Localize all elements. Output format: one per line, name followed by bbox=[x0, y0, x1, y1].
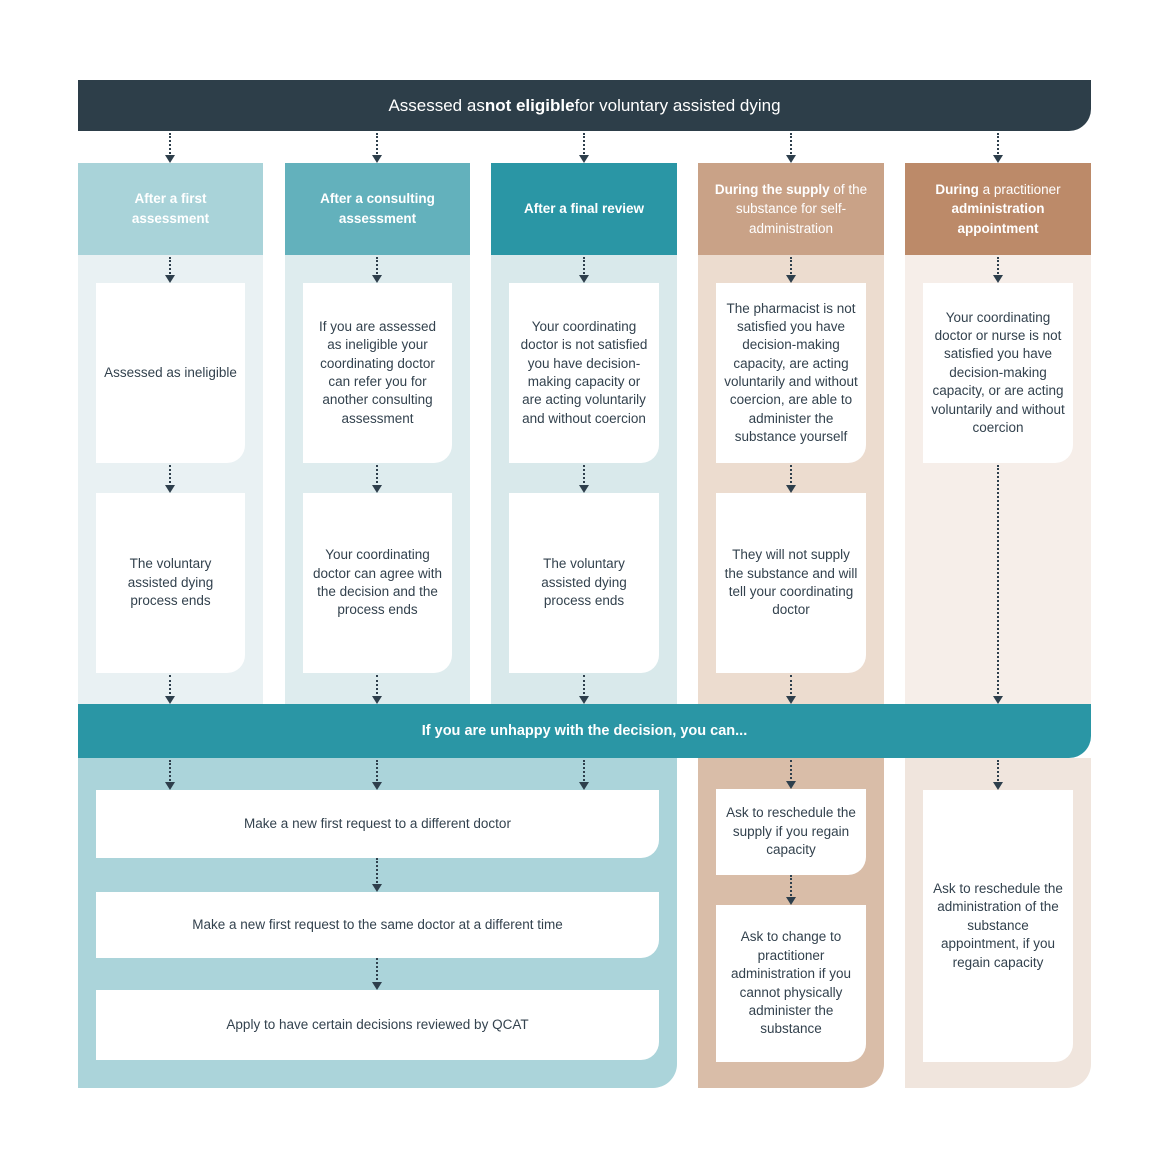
arrow-down bbox=[371, 858, 383, 892]
banner-text-bold: not eligible bbox=[484, 95, 575, 115]
column-header-label: After a consulting assessment bbox=[320, 191, 435, 226]
flow-box-doctor-agrees: Your coordinating doctor can agree with … bbox=[303, 493, 452, 673]
column-header-label: After a first assessment bbox=[131, 191, 210, 226]
arrow-down bbox=[578, 675, 590, 704]
flow-box-doctor-nurse-not-satisfied: Your coordinating doctor or nurse is not… bbox=[923, 283, 1073, 463]
header-bold-segment: During bbox=[935, 181, 979, 197]
header-bold-segment: administration appointment bbox=[951, 201, 1045, 236]
arrow-down bbox=[371, 465, 383, 493]
flow-box-doctor-not-satisfied: Your coordinating doctor is not satisfie… bbox=[509, 283, 659, 463]
arrow-down bbox=[992, 760, 1004, 790]
arrow-down bbox=[785, 465, 797, 493]
arrow-down bbox=[371, 958, 383, 990]
arrow-down bbox=[164, 465, 176, 493]
arrow-down bbox=[371, 675, 383, 704]
arrow-down bbox=[992, 133, 1004, 163]
flow-box-process-ends-2: The voluntary assisted dying process end… bbox=[509, 493, 659, 673]
arrow-down bbox=[164, 257, 176, 283]
arrow-down bbox=[785, 257, 797, 283]
header-bold-segment: During the supply bbox=[714, 181, 830, 197]
band-label: If you are unhappy with the decision, yo… bbox=[421, 723, 748, 739]
column-header-first-assessment: After a first assessment bbox=[78, 163, 263, 255]
option-box-new-request-different-doctor: Make a new first request to a different … bbox=[96, 790, 659, 858]
arrow-down bbox=[164, 675, 176, 704]
arrow-down bbox=[785, 760, 797, 789]
flow-box-process-ends-1: The voluntary assisted dying process end… bbox=[96, 493, 245, 673]
banner-text-post: for voluntary assisted dying bbox=[574, 95, 781, 115]
option-box-qcat-review: Apply to have certain decisions reviewed… bbox=[96, 990, 659, 1060]
arrow-down bbox=[578, 760, 590, 790]
arrow-down bbox=[578, 133, 590, 163]
arrow-down bbox=[164, 133, 176, 163]
column-header-final-review: After a final review bbox=[491, 163, 677, 255]
arrow-down bbox=[164, 760, 176, 790]
arrow-down bbox=[578, 257, 590, 283]
arrow-down bbox=[371, 133, 383, 163]
column-header-label: During a practitioner administration app… bbox=[921, 180, 1075, 239]
banner-text-pre: Assessed as bbox=[388, 95, 485, 115]
column-header-consulting-assessment: After a consulting assessment bbox=[285, 163, 470, 255]
option-box-reschedule-administration: Ask to reschedule the administration of … bbox=[923, 790, 1073, 1062]
column-header-practitioner-administration: During a practitioner administration app… bbox=[905, 163, 1091, 255]
arrow-down bbox=[371, 257, 383, 283]
flow-box-pharmacist-not-satisfied: The pharmacist is not satisfied you have… bbox=[716, 283, 866, 463]
arrow-down bbox=[785, 875, 797, 905]
column-header-supply-substance: During the supply of the substance for s… bbox=[698, 163, 884, 255]
unhappy-decision-band: If you are unhappy with the decision, yo… bbox=[78, 704, 1091, 758]
arrow-down bbox=[785, 675, 797, 704]
arrow-down bbox=[371, 760, 383, 790]
option-box-change-practitioner-administration: Ask to change to practitioner administra… bbox=[716, 905, 866, 1062]
option-box-reschedule-supply: Ask to reschedule the supply if you rega… bbox=[716, 789, 866, 875]
arrow-down bbox=[785, 133, 797, 163]
flow-box-assessed-ineligible: Assessed as ineligible bbox=[96, 283, 245, 463]
column-header-label: After a final review bbox=[523, 201, 645, 217]
arrow-down bbox=[992, 257, 1004, 283]
header-regular-segment: a practitioner bbox=[978, 181, 1061, 197]
flow-box-refer-consulting: If you are assessed as ineligible your c… bbox=[303, 283, 452, 463]
arrow-down bbox=[578, 465, 590, 493]
option-box-new-request-same-doctor: Make a new first request to the same doc… bbox=[96, 892, 659, 958]
header-regular-segment: of the substance for self-administration bbox=[735, 181, 868, 236]
column-header-label: During the supply of the substance for s… bbox=[714, 180, 868, 239]
arrow-down-long bbox=[992, 465, 1004, 704]
flow-box-will-not-supply: They will not supply the substance and w… bbox=[716, 493, 866, 673]
top-banner: Assessed as not eligible for voluntary a… bbox=[78, 80, 1091, 131]
